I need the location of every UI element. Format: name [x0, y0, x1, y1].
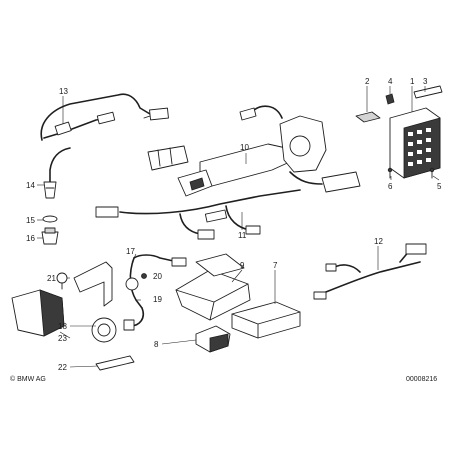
part-7-module	[231, 301, 301, 339]
part-21-clip	[56, 272, 68, 290]
label-18: 18	[58, 322, 67, 331]
label-20: 20	[153, 272, 162, 281]
label-3: 3	[423, 77, 428, 86]
copyright-text: © BMW AG	[10, 375, 46, 383]
label-5: 5	[437, 182, 442, 191]
part-4-clip	[385, 93, 395, 105]
part-10-column-switch	[147, 105, 361, 197]
label-8: 8	[154, 340, 159, 349]
label-19: 19	[153, 295, 162, 304]
label-16: 16	[26, 234, 35, 243]
reference-number: 00008216	[406, 376, 437, 383]
label-15: 15	[26, 216, 35, 225]
part-9-control-unit	[175, 253, 251, 321]
label-22: 22	[58, 363, 67, 372]
label-11: 11	[238, 231, 247, 240]
part-13-wire-harness	[40, 93, 169, 141]
part-8-relay	[195, 325, 231, 353]
label-9: 9	[240, 261, 245, 270]
label-12: 12	[374, 237, 383, 246]
part-22-bracket	[95, 355, 135, 371]
part-labels: 13 14 15 16 10 11 12 2 4 3 1 6 5 9 7 8 1…	[26, 77, 442, 372]
label-17: 17	[126, 247, 135, 256]
part-2-cap	[355, 111, 381, 123]
part-6-screw	[387, 167, 393, 179]
label-21: 21	[47, 274, 56, 283]
label-13: 13	[59, 87, 68, 96]
label-4: 4	[388, 77, 393, 86]
label-14: 14	[26, 181, 35, 190]
part-11-harness	[95, 189, 301, 240]
part-5-screw	[429, 167, 435, 179]
part-3-rail	[413, 85, 443, 99]
label-10: 10	[240, 143, 249, 152]
label-1: 1	[410, 77, 415, 86]
label-7: 7	[273, 261, 278, 270]
leader-lines	[37, 86, 440, 368]
label-2: 2	[365, 77, 370, 86]
part-17-20-assembly	[73, 254, 187, 343]
part-23-cover	[11, 289, 65, 337]
label-6: 6	[388, 182, 393, 191]
label-23: 23	[58, 334, 67, 343]
part-14-16-sensor	[41, 147, 71, 245]
part-1-control-unit	[389, 107, 441, 179]
part-12-harness	[313, 243, 427, 300]
